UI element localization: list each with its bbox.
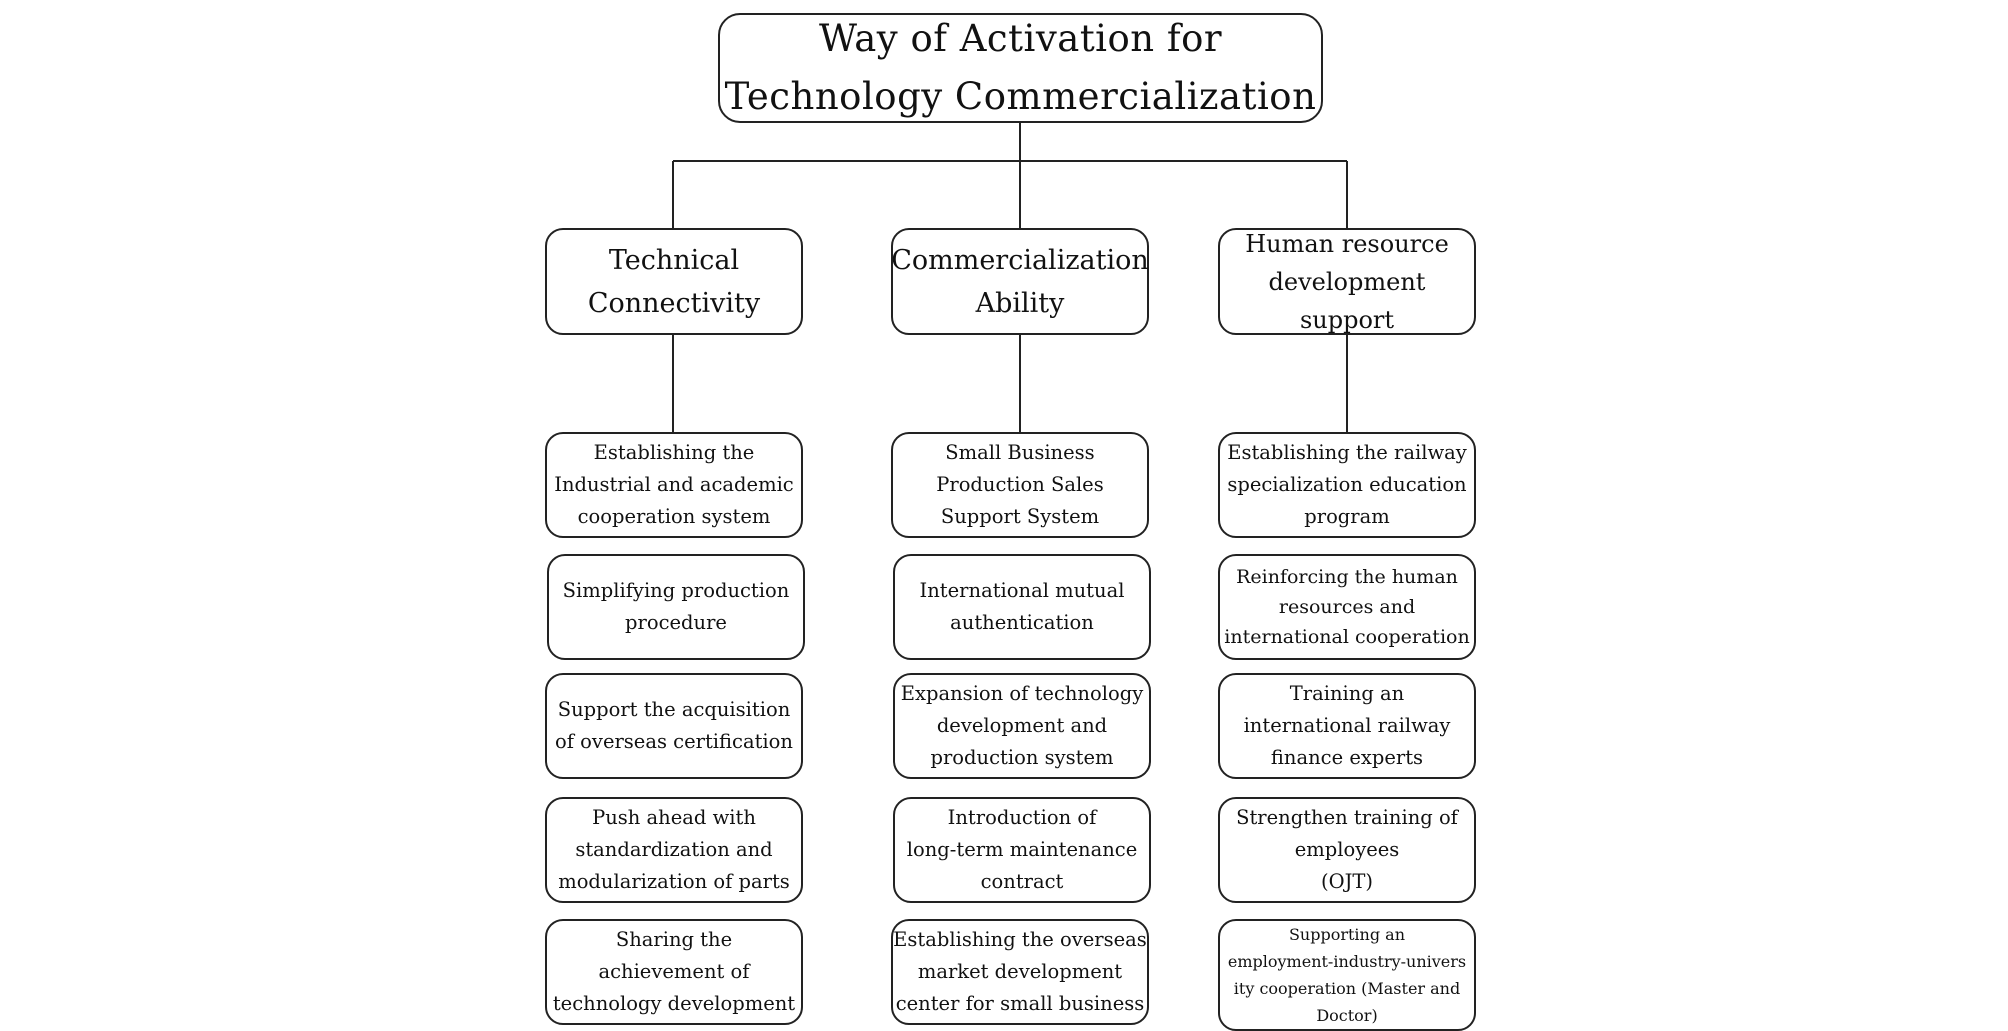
item-label: Reinforcing the human resources and inte… — [1224, 566, 1470, 648]
item-box: Sharing the achievement of technology de… — [545, 919, 803, 1025]
category-label: Human resource development support — [1245, 229, 1449, 334]
item-label: Establishing the railway specialization … — [1227, 441, 1467, 528]
item-box: Establishing the Industrial and academic… — [545, 432, 803, 538]
item-box: Establishing the railway specialization … — [1218, 432, 1476, 538]
item-label: Strengthen training of employees (OJT) — [1236, 806, 1458, 893]
category-commercialization-ability: Commercialization Ability — [891, 228, 1149, 335]
category-label: Commercialization Ability — [891, 244, 1149, 319]
item-label: Introduction of long-term maintenance co… — [906, 806, 1138, 893]
item-label: Sharing the achievement of technology de… — [552, 928, 796, 1015]
item-label: International mutual authentication — [919, 579, 1125, 634]
item-box: Introduction of long-term maintenance co… — [893, 797, 1151, 903]
item-box: Strengthen training of employees (OJT) — [1218, 797, 1476, 903]
item-box: Expansion of technology development and … — [893, 673, 1151, 779]
item-box: International mutual authentication — [893, 554, 1151, 660]
item-label: Simplifying production procedure — [562, 579, 790, 634]
item-box: Support the acquisition of overseas cert… — [545, 673, 803, 779]
category-human-resource-development: Human resource development support — [1218, 228, 1476, 335]
item-box: Push ahead with standardization and modu… — [545, 797, 803, 903]
item-box: Supporting an employment-industry-univer… — [1218, 919, 1476, 1031]
item-label: Supporting an employment-industry-univer… — [1227, 925, 1467, 1025]
item-label: Training an international railway financ… — [1243, 682, 1451, 769]
item-label: Push ahead with standardization and modu… — [558, 806, 790, 893]
item-box: Training an international railway financ… — [1218, 673, 1476, 779]
category-technical-connectivity: Technical Connectivity — [545, 228, 803, 335]
item-box: Reinforcing the human resources and inte… — [1218, 554, 1476, 660]
item-label: Expansion of technology development and … — [900, 682, 1144, 769]
title-line-1: Way of Activation for — [818, 17, 1223, 60]
item-label: Support the acquisition of overseas cert… — [555, 698, 793, 753]
category-label: Technical Connectivity — [587, 244, 761, 319]
root-title-box: Way of Activation for Technology Commerc… — [718, 13, 1323, 123]
item-box: Establishing the overseas market develop… — [891, 919, 1149, 1025]
item-box: Simplifying production procedure — [547, 554, 805, 660]
item-label: Establishing the Industrial and academic… — [554, 441, 794, 528]
title-line-2: Technology Commercialization — [724, 75, 1317, 118]
item-label: Establishing the overseas market develop… — [893, 928, 1147, 1015]
item-box: Small Business Production Sales Support … — [891, 432, 1149, 538]
item-label: Small Business Production Sales Support … — [936, 441, 1104, 528]
